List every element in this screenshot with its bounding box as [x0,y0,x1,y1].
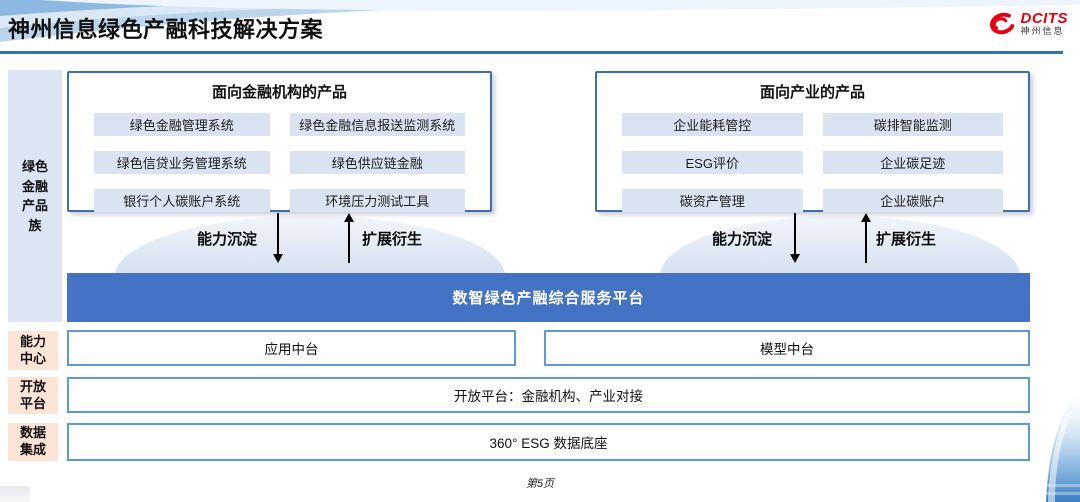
product-pill: 碳排智能监测 [822,113,1003,136]
product-pill: 企业碳账户 [822,189,1003,212]
flow-label-derive: 扩展衍生 [876,231,937,248]
rail-open-platform-label: 开放平台 [20,378,47,411]
rail-product-family-label: 绿色金融产品族 [21,159,48,233]
rail-capability-center-label: 能力中心 [20,333,47,366]
app-middle-platform-box: 应用中台 [67,330,516,366]
open-platform-box: 开放平台：金融机构、产业对接 [67,377,1030,413]
up-arrow-icon [344,213,354,263]
product-pill: 环境压力测试工具 [289,189,465,212]
product-grid-industry: 企业能耗管控 碳排智能监测 ESG评价 企业碳足迹 碳资产管理 企业碳账户 [597,102,1028,212]
product-group-finance: 面向金融机构的产品 绿色金融管理系统 绿色金融信息报送监测系统 绿色信贷业务管理… [67,71,492,212]
product-pill: 碳资产管理 [622,189,803,212]
flow-label-sink: 能力沉淀 [712,231,773,248]
header-swoosh-decor [0,0,1080,43]
product-pill: 企业能耗管控 [622,113,803,136]
capability-dome [115,216,505,276]
rail-capability-center: 能力中心 [8,331,58,370]
up-arrow-icon [861,213,871,263]
product-pill: 绿色金融管理系统 [94,113,270,136]
rail-data-integration-label: 数据集成 [20,425,47,457]
bottom-left-decor [0,486,30,502]
rail-product-family: 绿色金融产品族 [8,70,62,322]
down-arrow-icon [790,213,800,263]
product-pill: 企业碳足迹 [822,151,1003,174]
product-grid-finance: 绿色金融管理系统 绿色金融信息报送监测系统 绿色信贷业务管理系统 绿色供应链金融… [69,102,490,212]
brand-logo: DCITS 神州信息 [985,10,1069,38]
platform-bar: 数智绿色产融综合服务平台 [67,273,1030,322]
product-pill: 绿色信贷业务管理系统 [94,151,270,174]
title-divider [0,51,1063,54]
product-group-finance-title: 面向金融机构的产品 [211,84,347,101]
model-middle-platform-box: 模型中台 [544,330,1030,366]
page-title: 神州信息绿色产融科技解决方案 [8,17,324,42]
product-group-industry-title: 面向产业的产品 [759,84,865,101]
brand-name: DCITS [1020,10,1068,28]
product-group-industry: 面向产业的产品 企业能耗管控 碳排智能监测 ESG评价 企业碳足迹 碳资产管理 … [595,71,1030,212]
flow-label-derive: 扩展衍生 [362,231,423,248]
product-pill: ESG评价 [622,151,803,174]
down-arrow-icon [273,213,283,263]
data-base-box: 360° ESG 数据底座 [67,423,1030,461]
rail-data-integration: 数据集成 [8,423,58,461]
flow-label-sink: 能力沉淀 [197,231,258,248]
rail-open-platform: 开放平台 [8,377,58,414]
dcits-swirl-icon [985,10,1017,38]
page-number: 第5页 [525,478,555,490]
product-pill: 绿色供应链金融 [289,151,465,174]
product-pill: 绿色金融信息报送监测系统 [289,113,465,136]
brand-company: 神州信息 [1020,26,1065,37]
bottom-right-swoosh-decor [1046,384,1080,502]
product-pill: 银行个人碳账户系统 [94,189,270,212]
